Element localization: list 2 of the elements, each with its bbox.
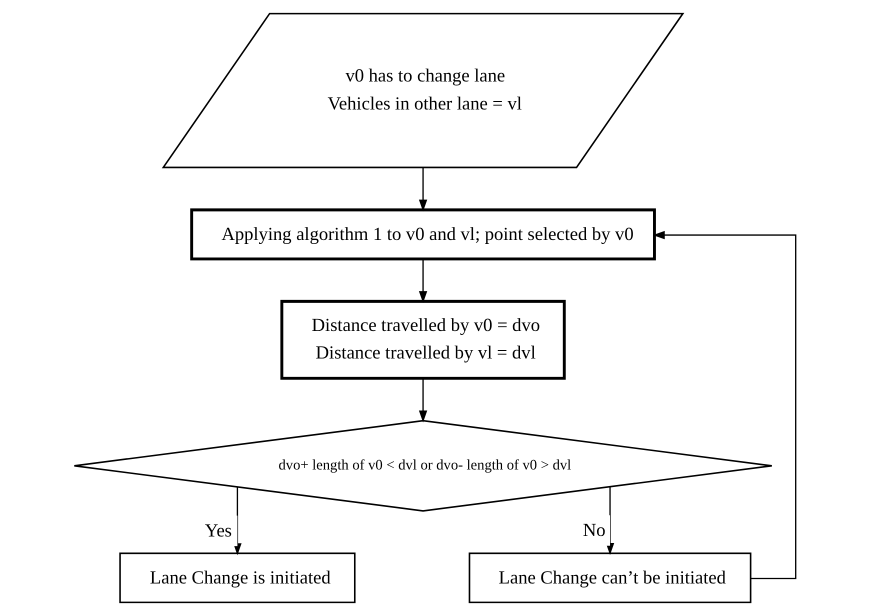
edge-label: Yes: [204, 520, 232, 542]
edge-label: No: [582, 520, 606, 542]
